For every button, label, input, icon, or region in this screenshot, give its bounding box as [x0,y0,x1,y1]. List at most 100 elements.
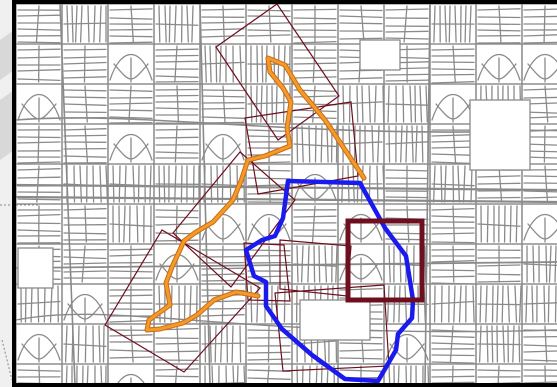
open-area [359,39,401,71]
selected-footprint-box[interactable] [345,218,425,303]
street-segment [275,85,278,123]
street-segment [337,363,385,387]
street-segment [523,329,557,332]
street-segment [477,343,521,346]
street-segment [523,41,557,44]
street-segment [543,125,546,163]
street-segment [477,182,521,185]
street-segment [368,85,371,123]
street-segment [523,15,557,18]
street-segment [431,335,475,338]
street-segment [326,125,329,163]
street-segment [521,363,557,387]
street-segment [293,215,337,218]
street-segment [155,75,199,78]
street-segment [201,34,245,38]
street-segment [102,325,105,363]
street-segment [37,285,40,323]
street-segment [431,354,475,357]
street-segment [452,125,457,163]
street-segment [109,183,153,187]
street-segment [409,85,413,123]
street-segment [452,45,456,83]
street-segment [155,107,199,110]
street-segment [472,285,475,323]
street-segment [339,141,383,145]
street-segment [400,125,403,163]
street-segment [548,245,552,283]
street-segment [293,116,337,120]
street-segment [109,28,153,31]
street-segment [222,5,225,43]
street-segment [523,350,557,353]
street-segment [405,125,408,163]
street-segment [429,363,477,387]
street-segment [307,245,310,283]
street-segment [339,213,383,241]
street-segment [523,335,557,338]
street-segment [470,165,473,203]
open-area [17,247,54,289]
street-segment [247,101,291,105]
street-segment [247,192,291,195]
street-segment [229,165,232,203]
street-segment [201,61,245,65]
map-frame-border [12,0,557,387]
street-segment [130,325,134,363]
street-segment [431,361,475,364]
street-segment [155,350,199,353]
street-segment [431,183,475,187]
boundary-polygon [243,178,416,384]
street-segment [458,285,462,323]
street-segment [201,28,245,31]
street-segment [84,85,88,123]
street-segment [132,165,136,203]
street-segment [320,125,323,163]
street-segment [339,253,383,281]
street-segment [199,363,247,387]
street-segment [339,22,383,25]
street-segment [176,325,180,363]
street-segment [221,245,224,283]
street-segment [17,161,61,164]
street-segment [523,196,557,199]
street-segment [415,125,418,163]
street-segment [431,300,475,305]
street-segment [431,241,475,244]
street-segment [109,356,153,359]
street-segment [247,377,291,380]
street-segment [174,125,178,163]
street-segment [385,333,429,361]
street-segment [431,73,475,76]
street-segment [521,203,557,245]
street-segment [515,205,518,243]
street-segment [312,45,316,83]
street-segment [521,163,557,205]
boundary-outline [243,178,416,384]
street-segment [155,375,199,378]
street-segment [449,325,454,363]
footprint-rectangle [243,242,291,302]
street-segment [201,116,245,119]
street-segment [293,263,337,267]
street-segment [509,205,512,243]
street-segment [545,245,548,283]
street-segment [247,281,291,284]
street-segment [149,165,152,203]
street-segment [339,101,383,105]
street-segment [293,62,337,65]
street-segment [63,22,107,25]
street-segment [43,285,46,323]
street-segment [498,5,502,43]
street-segment [239,325,242,363]
street-segment [109,35,153,38]
street-segment [109,109,153,112]
street-segment [137,165,140,203]
street-segment [431,68,475,71]
street-segment [99,165,102,203]
street-segment [475,363,523,387]
street-segment [63,232,107,235]
street-segment [406,205,410,243]
